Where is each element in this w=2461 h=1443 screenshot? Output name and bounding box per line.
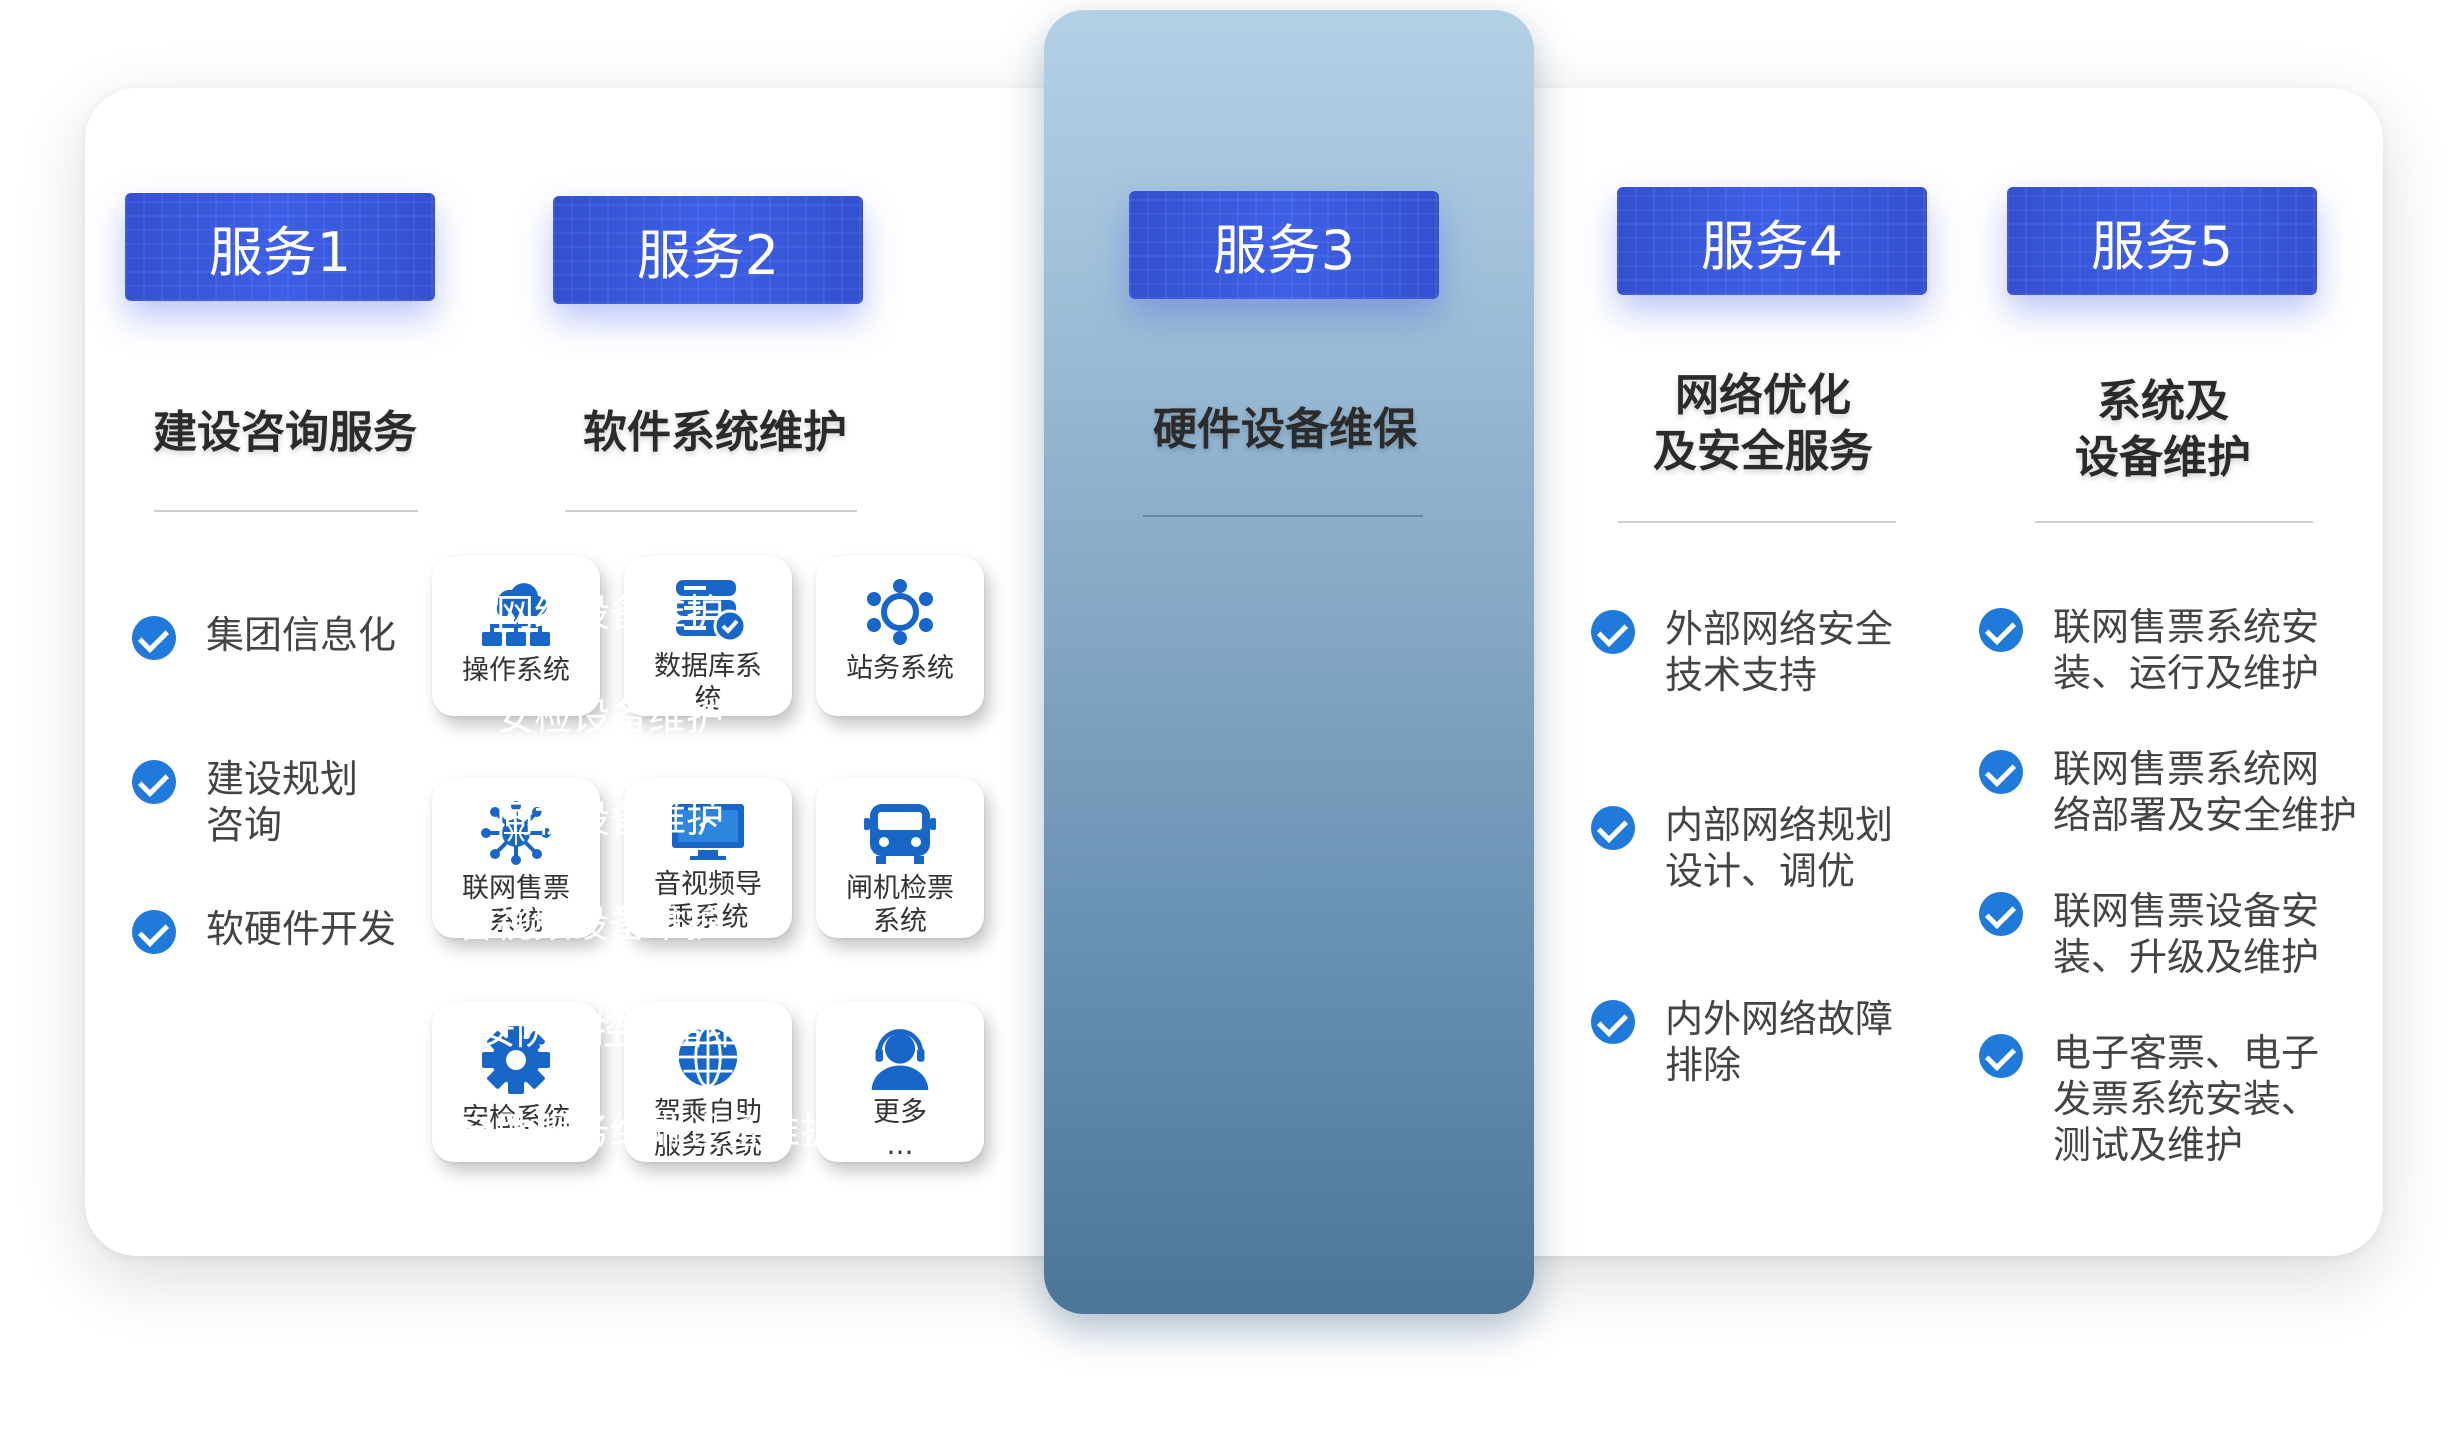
service5-item: 联网售票系统安 装、运行及维护 (1979, 604, 2319, 696)
globe-network-icon (481, 801, 551, 865)
tile-operating-system[interactable]: 操作系统 (432, 556, 600, 716)
service3-item: 网络设备维护 (495, 591, 724, 635)
service3-badge: 服务3 (1129, 191, 1439, 299)
tile-database-system[interactable]: 数据库系 统 (624, 556, 792, 716)
headset-person-icon (871, 1029, 929, 1090)
check-icon (1591, 610, 1635, 654)
tile-security-check[interactable]: 安检系统 (432, 1002, 600, 1162)
check-icon (1979, 892, 2023, 936)
globe-icon (678, 1026, 738, 1088)
service3-title: 硬件设备维保 (1153, 404, 1417, 455)
service4-item: 内外网络故障 排除 (1591, 996, 1893, 1088)
service1-title: 建设咨询服务 (153, 407, 417, 458)
service5-item: 联网售票系统网 络部署及安全维护 (1979, 746, 2357, 838)
service1-divider (154, 510, 418, 512)
tile-more[interactable]: 更多 … (816, 1002, 984, 1162)
tile-av-guidance[interactable]: 音视频导 乘系统 (624, 778, 792, 938)
check-icon (132, 910, 176, 954)
network-tree-icon (482, 583, 550, 646)
check-icon (132, 616, 176, 660)
check-icon (1979, 608, 2023, 652)
check-icon (1591, 806, 1635, 850)
service2-badge: 服务2 (553, 196, 863, 304)
tile-online-ticketing[interactable]: 联网售票 系统 (432, 778, 600, 938)
service3-item: 自助服务终端设备维护 (457, 1109, 838, 1153)
service1-badge: 服务1 (125, 193, 435, 301)
bus-icon (864, 804, 936, 864)
service5-divider (2035, 521, 2313, 523)
service3-divider (1143, 515, 1423, 517)
station-hub-icon (867, 579, 933, 645)
service4-badge: 服务4 (1617, 187, 1927, 295)
tile-gate-ticket-check[interactable]: 闸机检票 系统 (816, 778, 984, 938)
service5-item: 电子客票、电子 发票系统安装、 测试及维护 (1979, 1030, 2319, 1168)
service5-title: 系统及 设备维护 (2075, 376, 2251, 483)
service5-badge: 服务5 (2007, 187, 2317, 295)
service2-divider (565, 510, 857, 512)
check-icon (1591, 1000, 1635, 1044)
service2-title: 软件系统维护 (583, 407, 847, 458)
service3-item: 音视频设备维护 (456, 902, 723, 946)
service4-item: 外部网络安全 技术支持 (1591, 606, 1893, 698)
service5-item: 联网售票设备安 装、升级及维护 (1979, 888, 2319, 980)
service4-title: 网络优化 及安全服务 (1653, 370, 1873, 477)
check-icon (132, 760, 176, 804)
check-icon (1979, 1034, 2023, 1078)
service3-item: 闸机设备维护 (495, 797, 724, 841)
monitor-icon (672, 804, 744, 860)
service3-item: 安检设备维护 (495, 695, 724, 739)
service1-item: 集团信息化 (132, 612, 396, 660)
service4-item: 内部网络规划 设计、调优 (1591, 802, 1893, 894)
tile-self-service[interactable]: 驾乘自助 服务系统 (624, 1002, 792, 1162)
service1-item: 软硬件开发 (132, 906, 396, 954)
database-check-icon (676, 580, 747, 643)
tile-station-system[interactable]: 站务系统 (816, 556, 984, 716)
gear-icon (482, 1026, 550, 1094)
service4-divider (1618, 521, 1896, 523)
service1-item: 建设规划 咨询 (132, 756, 358, 848)
service3-item: 安防监控设备维护 (477, 1009, 782, 1053)
check-icon (1979, 750, 2023, 794)
